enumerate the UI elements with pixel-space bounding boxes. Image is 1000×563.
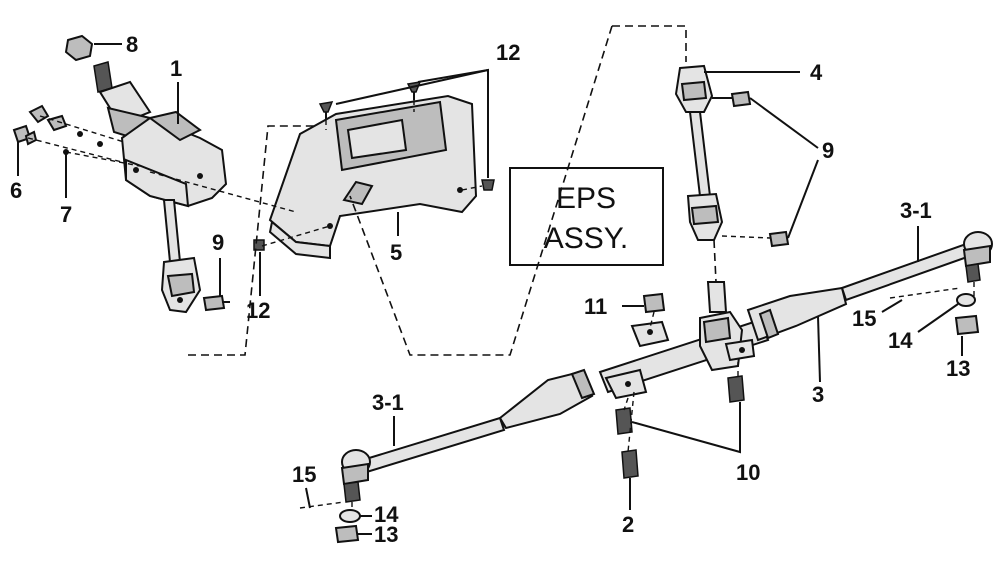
eps-label: EPS [556,182,616,215]
callout-15-left: 15 [292,462,316,487]
eps-dashed-guide [612,25,687,62]
column-bolts [12,104,141,167]
callout-14-right: 14 [888,328,913,353]
callout-15-right: 15 [852,306,876,331]
rack-mount-bolts [615,292,745,479]
callout-2: 2 [622,512,634,537]
steering-rack [354,242,972,476]
callout-11: 11 [584,294,607,319]
eps-assembly-box: EPS ASSY. [509,167,664,266]
leader-lines [17,43,963,535]
callout-3-1-left: 3-1 [372,390,404,415]
column-bracket-dashed-guide [149,125,314,356]
callout-13-left: 13 [374,522,398,547]
callout-numbers: 8 1 6 7 9 12 12 5 4 9 3-1 3 15 14 13 11 … [10,32,970,547]
callout-7: 7 [60,202,72,227]
callout-14-left: 14 [374,502,399,527]
callout-5: 5 [390,240,402,265]
bracket-cover [253,81,495,260]
callout-10: 10 [736,460,760,485]
callout-1: 1 [170,56,182,81]
callout-8: 8 [126,32,138,57]
intermediate-shaft [674,64,790,283]
callout-12-top: 12 [496,40,520,65]
callout-9-left: 9 [212,230,224,255]
eps-dashed-guide-lower [349,25,613,356]
callout-12-bottom: 12 [246,298,270,323]
callout-13-right: 13 [946,356,970,381]
tie-rod-end-left [299,449,371,544]
ujoint-bolt-left [202,294,230,312]
callout-3: 3 [812,382,824,407]
callout-3-1-right: 3-1 [900,198,932,223]
callout-6: 6 [10,178,22,203]
steering-column-assembly [64,34,228,314]
assy-label: ASSY. [544,222,629,255]
tie-rod-end-right [889,231,993,336]
callout-9-right: 9 [822,138,834,163]
callout-4: 4 [810,60,823,85]
